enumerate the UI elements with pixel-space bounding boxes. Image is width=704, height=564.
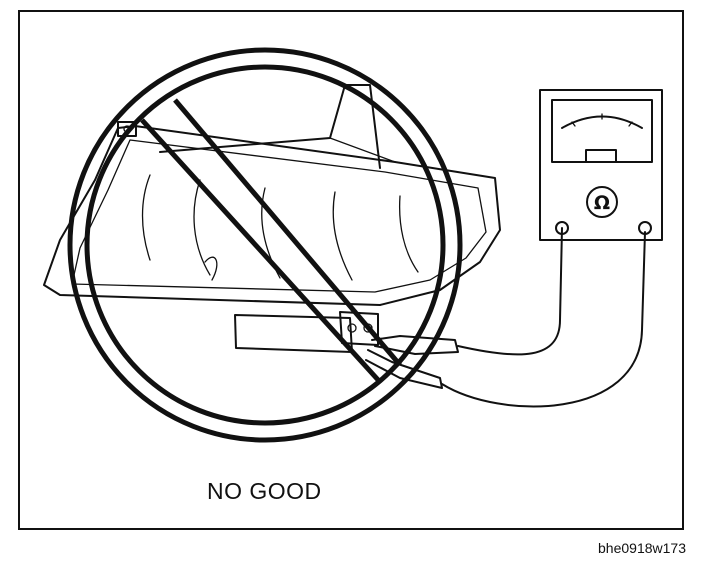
lens-rib (332, 191, 353, 281)
prohibition-slash (140, 118, 382, 384)
lens-rib (141, 174, 151, 261)
ohmmeter-body (539, 89, 663, 241)
lead-wire-2 (441, 231, 646, 408)
prohibition-slash-edge (173, 98, 402, 367)
figure-frame (18, 10, 684, 530)
test-leads (365, 227, 646, 408)
meter-scale-tick (628, 121, 633, 127)
lead-wire-1 (457, 227, 563, 356)
headlamp-housing-edge (329, 137, 396, 163)
lens-rib (193, 179, 211, 276)
meter-terminal-left (555, 221, 569, 235)
lens-rib (204, 256, 218, 281)
caption-no-good: NO GOOD (207, 478, 322, 504)
meter-needle-pivot (585, 149, 617, 163)
probe-black (365, 349, 443, 389)
terminal (347, 323, 357, 333)
prohibition-sign (67, 47, 463, 443)
ohmmeter: Ω (539, 89, 663, 241)
ohm-symbol: Ω (594, 192, 610, 214)
meter-terminal-right (638, 221, 652, 235)
meter-display (551, 99, 653, 163)
prohibition-circle (67, 47, 463, 443)
prohibition-circle-inner (84, 64, 446, 426)
ohm-dial (586, 186, 618, 218)
lens-rib (398, 195, 419, 273)
terminal-block (339, 311, 379, 346)
figure-code: bhe0918w173 (598, 540, 686, 556)
meter-scale-tick (571, 121, 576, 127)
